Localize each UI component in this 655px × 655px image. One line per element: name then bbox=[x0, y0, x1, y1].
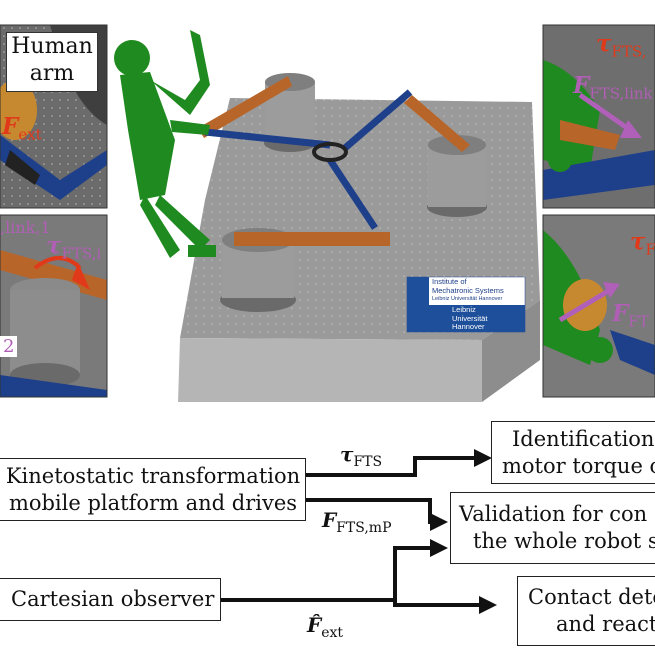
box-contact-line2: and react bbox=[556, 612, 655, 636]
box-kinetostatic: Kinetostatic transformation mobile platf… bbox=[0, 458, 306, 521]
tau-fts-i-symbol: τ bbox=[46, 232, 62, 259]
logo-line3: Leibniz Universität Hannover bbox=[432, 296, 503, 302]
left-bottom-photo bbox=[0, 214, 108, 398]
tau-fts-i-label: τFTS,i bbox=[46, 232, 101, 263]
label-f-fts-mp-symbol: F bbox=[322, 508, 337, 532]
label-tau-fts-sub: FTS bbox=[353, 454, 383, 470]
box-identification-line2: motor torque c bbox=[502, 453, 655, 478]
label-tau-fts-symbol: τ bbox=[340, 442, 354, 466]
label-f-ext-hat: F̂ext bbox=[307, 613, 343, 641]
box-validation: Validation for con the whole robot s bbox=[450, 492, 655, 564]
box-validation-line1: Validation for con bbox=[459, 502, 648, 526]
tau-fts-right-top-symbol: τ bbox=[596, 30, 612, 57]
tau-right-bottom-symbol: τ bbox=[630, 228, 646, 255]
logo-uni1: Leibniz bbox=[452, 305, 476, 314]
label-f-ext-hat-symbol: F̂ bbox=[307, 613, 322, 637]
imes-logo bbox=[406, 276, 526, 333]
logo-line2: Mechatronic Systems bbox=[432, 285, 504, 295]
box-validation-line2: the whole robot s bbox=[473, 529, 655, 553]
arrow-cartesian-to-contact bbox=[220, 598, 485, 607]
flowchart-arrowheads bbox=[430, 449, 497, 614]
tau-fts-right-top-label: τFTS, bbox=[596, 30, 646, 61]
arrow-kinetostatic-to-identification bbox=[305, 456, 480, 477]
box-contact: Contact dete and react bbox=[517, 576, 655, 646]
right-top-photo bbox=[542, 24, 655, 209]
right-bottom-photo bbox=[542, 214, 655, 398]
box-kinetostatic-line2: mobile platform and drives bbox=[8, 490, 298, 515]
box-kinetostatic-line1: Kinetostatic transformation bbox=[5, 463, 301, 488]
tau-fts-i-sub: FTS,i bbox=[61, 244, 102, 263]
human-arm-line1: Human bbox=[11, 34, 93, 59]
f-right-bottom-sub: FT bbox=[628, 312, 649, 331]
f-ext-photo-sub: ext bbox=[18, 125, 42, 144]
f-ext-photo-symbol: F bbox=[2, 113, 19, 140]
fts-link-1-text: ,link,1 bbox=[0, 218, 51, 237]
f-right-bottom-symbol: F bbox=[612, 300, 629, 327]
f-fts-link-right-sub: FTS,link bbox=[589, 84, 653, 103]
label-tau-fts: τFTS bbox=[340, 442, 382, 470]
tau-right-bottom-label: τF bbox=[630, 228, 655, 259]
logo-uni2: Universität bbox=[452, 313, 488, 323]
box-identification-line1: Identification bbox=[512, 426, 655, 451]
box-identification: Identification motor torque c bbox=[491, 421, 655, 484]
tau-fts-right-top-sub: FTS, bbox=[611, 42, 647, 61]
label-f-fts-mp: FFTS,mP bbox=[322, 508, 392, 536]
f-ext-photo-label: Fext bbox=[2, 113, 42, 144]
left-bottom-fragment-text: 2 bbox=[3, 336, 15, 357]
f-fts-link-right-label: FFTS,link bbox=[573, 72, 653, 103]
fts-link-1-label: ,link,1 bbox=[0, 218, 51, 237]
box-cartesian-line1: Cartesian observer bbox=[11, 587, 215, 611]
logo-text: Institute of Mechatronic Systems Leibniz… bbox=[432, 277, 504, 304]
box-cartesian: Cartesian observer bbox=[0, 578, 221, 621]
box-contact-line1: Contact dete bbox=[528, 585, 655, 609]
logo-uni3: Hannover bbox=[452, 322, 485, 331]
label-f-fts-mp-sub: FTS,mP bbox=[336, 520, 392, 536]
left-bottom-fragment-label: 2 bbox=[0, 336, 18, 357]
tau-right-bottom-sub: F bbox=[645, 240, 655, 259]
f-right-bottom-label: FFT bbox=[612, 300, 649, 331]
logo-line1: Institute of bbox=[432, 277, 467, 286]
human-arm-line2: arm bbox=[29, 61, 75, 86]
arrow-branch-to-validation bbox=[393, 546, 436, 600]
robot-scene bbox=[114, 30, 540, 402]
humanoid-figure bbox=[114, 30, 216, 258]
logo-uni-text: Leibniz Universität Hannover bbox=[452, 305, 488, 332]
human-arm-label: Human arm bbox=[6, 32, 98, 92]
f-fts-link-right-symbol: F bbox=[573, 72, 590, 99]
label-f-ext-hat-sub: ext bbox=[321, 625, 344, 641]
